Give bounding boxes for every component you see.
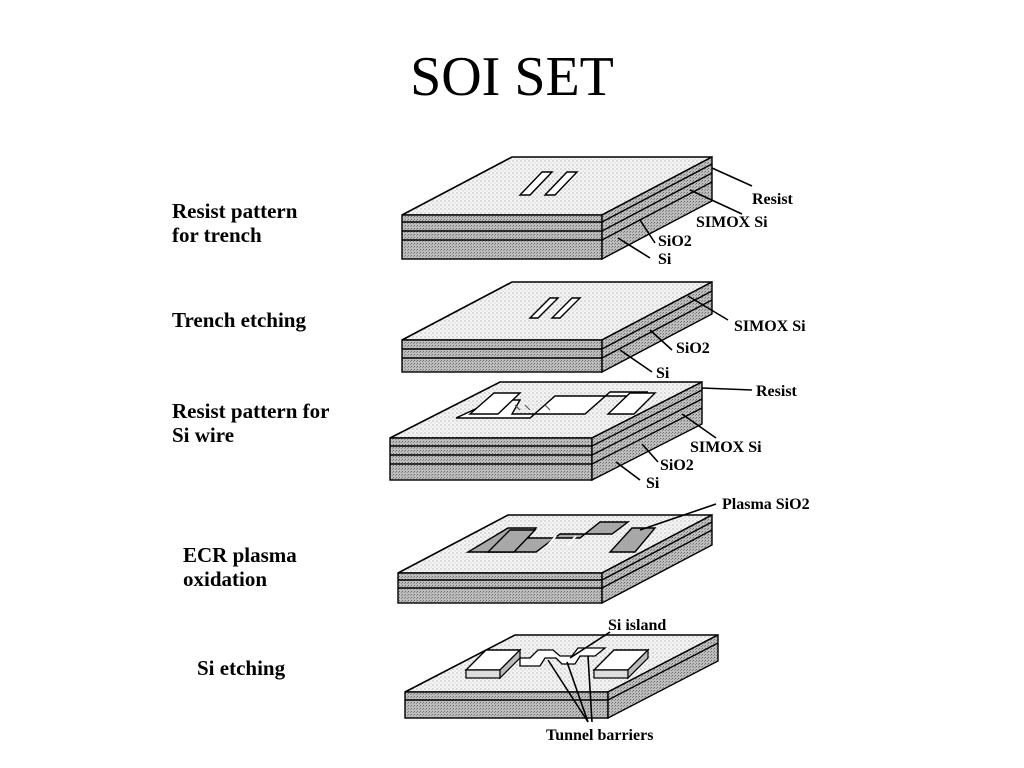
wafer-stack-1 [401, 155, 713, 261]
step-1-label-line-1: Resist pattern [172, 199, 298, 223]
callout-sio2-3: SiO2 [660, 457, 694, 474]
step-4-label-line-2: oxidation [183, 567, 267, 591]
callout-sio2-1: SiO2 [658, 233, 692, 250]
step-3-label: Resist pattern for Si wire [172, 399, 334, 447]
step-2-label: Trench etching [172, 308, 306, 332]
step-4-label: ECR plasma oxidation [183, 543, 302, 591]
step-3: Resist pattern for Si wire Resist SIMOX … [172, 380, 798, 492]
wafer-stack-5 [404, 633, 719, 720]
callout-si-2: Si [656, 365, 670, 382]
callout-resist-1: Resist [752, 191, 794, 208]
callout-simox-si-2: SIMOX Si [734, 318, 806, 335]
wafer-stack-4 [397, 513, 713, 605]
step-5-label: Si etching [197, 656, 286, 680]
callout-si-3: Si [646, 475, 660, 492]
step-3-label-line-2: Si wire [172, 423, 234, 447]
step-1: Resist pattern for trench Resist SIMOX S… [172, 155, 794, 268]
step-1-label-line-2: for trench [172, 223, 262, 247]
callout-tunnel-barriers: Tunnel barriers [546, 727, 653, 744]
wafer-stack-2 [401, 280, 713, 374]
step-5: Si etching Si island Tunnel barriers [197, 617, 719, 744]
callout-simox-si-1: SIMOX Si [696, 214, 768, 231]
step-2: Trench etching SIMOX Si SiO2 Si [172, 280, 806, 382]
slide-title: SOI SET [410, 46, 614, 108]
callout-plasma-sio2: Plasma SiO2 [722, 496, 810, 513]
callout-si-island: Si island [608, 617, 666, 634]
step-2-label-line-1: Trench etching [172, 308, 306, 332]
callout-sio2-2: SiO2 [676, 340, 710, 357]
callout-si-1: Si [658, 251, 672, 268]
step-3-label-line-1: Resist pattern for [172, 399, 329, 423]
step-1-label: Resist pattern for trench [172, 199, 303, 247]
step-4-label-line-1: ECR plasma [183, 543, 297, 567]
step-5-label-line-1: Si etching [197, 656, 286, 680]
step-4: ECR plasma oxidation Plasma SiO2 [183, 496, 810, 605]
callout-resist-3: Resist [756, 383, 798, 400]
wafer-stack-3 [389, 380, 703, 482]
callout-simox-si-3: SIMOX Si [690, 439, 762, 456]
